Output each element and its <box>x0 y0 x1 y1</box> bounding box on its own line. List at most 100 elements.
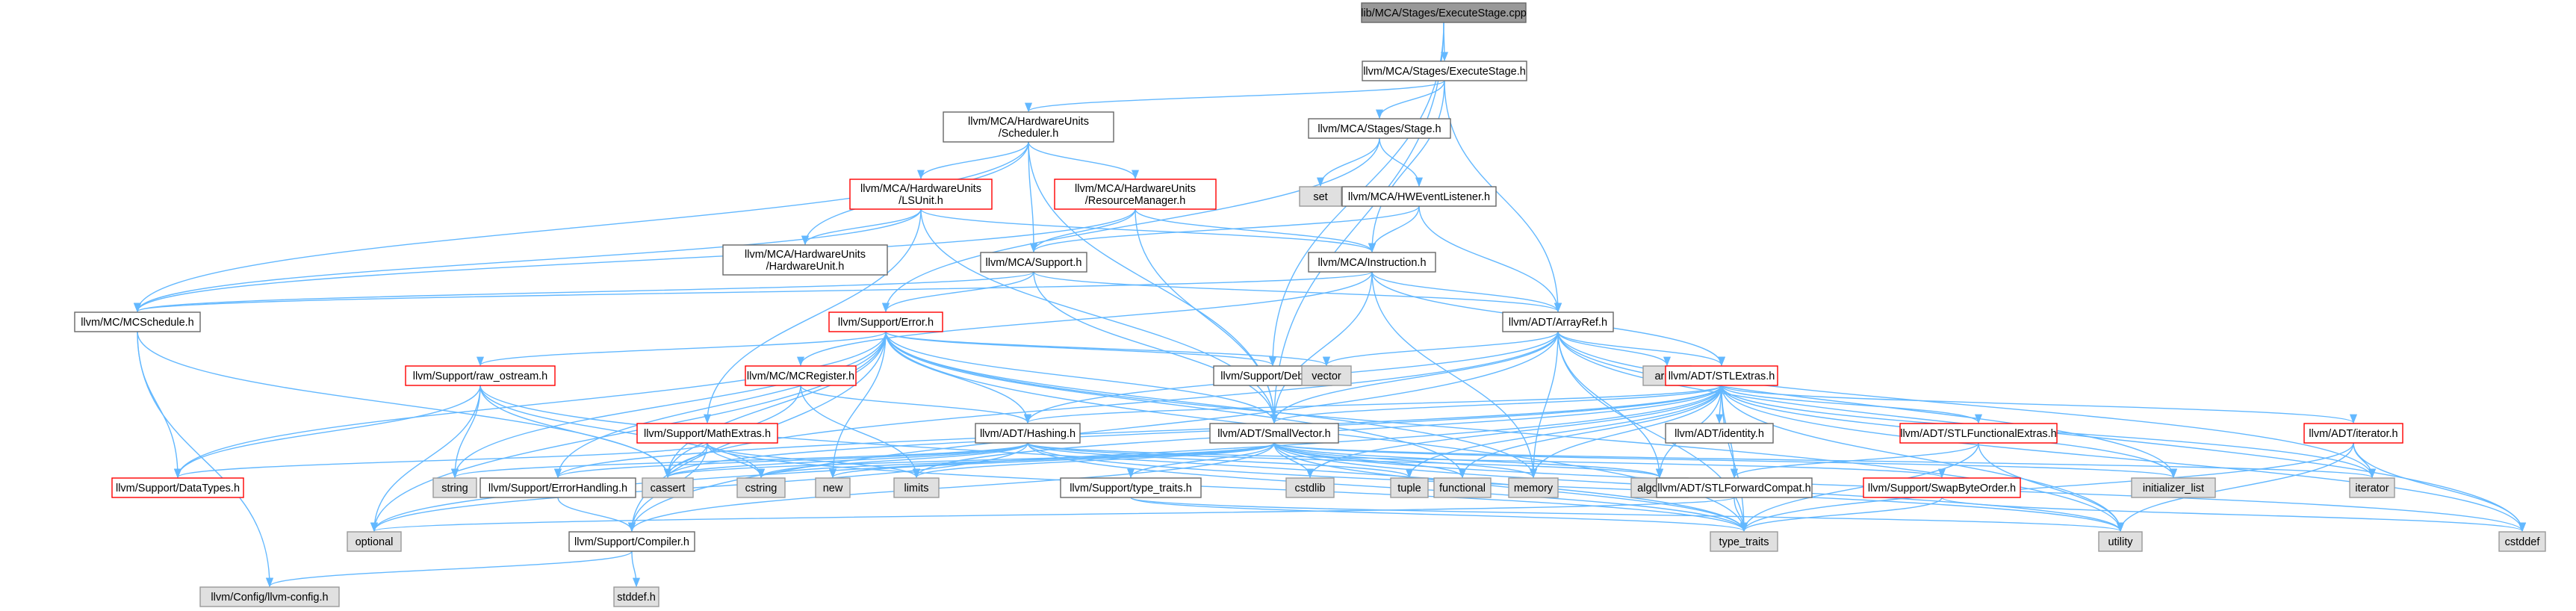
node-optional[interactable]: optional <box>347 531 402 552</box>
node-label: llvm/Support/Compiler.h <box>574 536 689 548</box>
node-error[interactable]: llvm/Support/Error.h <box>828 311 943 332</box>
node-label: limits <box>904 483 928 494</box>
node-new[interactable]: new <box>815 477 851 498</box>
node-cstdlib[interactable]: cstdlib <box>1285 477 1335 498</box>
edge-resmgr-to-instruction <box>1135 208 1376 253</box>
node-box <box>1362 61 1527 81</box>
edge-hwevent-to-instruction <box>1368 205 1420 253</box>
edge-execstage-to-stage <box>1376 80 1445 120</box>
node-support[interactable]: llvm/MCA/Support.h <box>980 252 1087 273</box>
edge-error-to-cassert <box>663 331 887 479</box>
edge-rawostream-to-string <box>450 385 481 479</box>
node-iteratorh[interactable]: llvm/ADT/iterator.h <box>2303 423 2403 444</box>
edge-error-to-datatypes <box>174 331 887 479</box>
node-label: vector <box>1312 370 1341 382</box>
node-stlfwd[interactable]: llvm/ADT/STLForwardCompat.h <box>1656 477 1813 498</box>
node-label: llvm/ADT/STLForwardCompat.h <box>1657 483 1810 494</box>
node-cassert[interactable]: cassert <box>642 477 694 498</box>
node-box <box>722 244 888 276</box>
edge-mcregister-to-hashing <box>800 385 1031 424</box>
edge-rawostream-to-cassert <box>479 385 671 479</box>
edge-stlextras-to-tuple <box>1406 385 1722 479</box>
edge-rawostream-to-datatypes <box>174 385 481 479</box>
node-box <box>613 586 659 607</box>
node-box <box>1308 252 1436 273</box>
node-box <box>975 423 1081 444</box>
node-box <box>736 477 786 498</box>
node-box <box>74 311 201 332</box>
node-typetraitsh[interactable]: llvm/Support/type_traits.h <box>1060 477 1202 498</box>
node-execstage[interactable]: llvm/MCA/Stages/ExecuteStage.h <box>1362 61 1527 81</box>
node-box <box>636 423 778 444</box>
node-box <box>828 311 943 332</box>
node-iterator[interactable]: iterator <box>2349 477 2395 498</box>
edge-mcschedule-to-datatypes <box>137 331 182 479</box>
node-tuple[interactable]: tuple <box>1390 477 1429 498</box>
node-label: /Scheduler.h <box>999 128 1059 140</box>
edge-stage-to-error <box>882 137 1380 313</box>
node-label: llvm/MCA/Support.h <box>986 257 1082 269</box>
edge-smallvector-to-limits <box>913 442 1275 479</box>
node-memory[interactable]: memory <box>1508 477 1559 498</box>
edge-smallvector-to-algorithm <box>1273 442 1663 479</box>
node-resmgr[interactable]: llvm/MCA/HardwareUnits/ResourceManager.h <box>1054 179 1217 210</box>
node-stage[interactable]: llvm/MCA/Stages/Stage.h <box>1308 118 1451 139</box>
node-scheduler[interactable]: llvm/MCA/HardwareUnits/Scheduler.h <box>943 111 1114 143</box>
node-hwunit[interactable]: llvm/MCA/HardwareUnits/HardwareUnit.h <box>722 244 888 276</box>
node-box <box>1209 423 1339 444</box>
node-errhandling[interactable]: llvm/Support/ErrorHandling.h <box>479 477 636 498</box>
node-mcregister[interactable]: llvm/MC/MCRegister.h <box>745 365 857 386</box>
node-cstring[interactable]: cstring <box>736 477 786 498</box>
edge-scheduler-to-support <box>1028 141 1038 253</box>
node-type_traits[interactable]: type_traits <box>1710 531 1778 552</box>
node-label: llvm/ADT/Hashing.h <box>980 428 1076 440</box>
node-functional[interactable]: functional <box>1433 477 1492 498</box>
node-vector[interactable]: vector <box>1301 365 1352 386</box>
node-box <box>1299 186 1342 207</box>
node-box <box>1508 477 1559 498</box>
node-mcschedule[interactable]: llvm/MC/MCSchedule.h <box>74 311 201 332</box>
edge-stlextras-to-iteratorh <box>1721 385 2357 424</box>
node-swapbyte[interactable]: llvm/Support/SwapByteOrder.h <box>1863 477 2021 498</box>
node-set[interactable]: set <box>1299 186 1342 207</box>
edge-support-to-arrayref <box>1033 271 1562 313</box>
node-string[interactable]: string <box>432 477 477 498</box>
node-initlist[interactable]: initializer_list <box>2131 477 2216 498</box>
node-cstddef[interactable]: cstddef <box>2498 531 2546 552</box>
node-identity[interactable]: llvm/ADT/identity.h <box>1665 423 1774 444</box>
edge-instruction-to-smallvector <box>1270 271 1373 424</box>
node-label: llvm/Support/DataTypes.h <box>116 483 240 494</box>
edge-instruction-to-mcschedule <box>134 271 1373 313</box>
node-box <box>943 111 1114 143</box>
node-rawostream[interactable]: llvm/Support/raw_ostream.h <box>405 365 556 386</box>
node-label: stddef.h <box>617 592 656 604</box>
node-root[interactable]: lib/MCA/Stages/ExecuteStage.cpp <box>1361 2 1527 23</box>
node-smallvector[interactable]: llvm/ADT/SmallVector.h <box>1209 423 1339 444</box>
node-label: llvm/ADT/SmallVector.h <box>1217 428 1331 440</box>
node-stlextras[interactable]: llvm/ADT/STLExtras.h <box>1665 365 1778 386</box>
node-compiler[interactable]: llvm/Support/Compiler.h <box>568 531 695 552</box>
node-llvmconfig[interactable]: llvm/Config/llvm-config.h <box>199 586 340 607</box>
edges-layer <box>134 22 2526 588</box>
node-arrayref[interactable]: llvm/ADT/ArrayRef.h <box>1502 311 1614 332</box>
edge-hashing-to-swapbyte <box>1027 442 1946 479</box>
node-label: /HardwareUnit.h <box>766 261 845 273</box>
node-stlfunc[interactable]: llvm/ADT/STLFunctionalExtras.h <box>1899 423 2058 444</box>
node-box <box>642 477 694 498</box>
node-utility[interactable]: utility <box>2098 531 2143 552</box>
edge-hashing-to-cassert <box>664 442 1028 479</box>
node-hashing[interactable]: llvm/ADT/Hashing.h <box>975 423 1081 444</box>
node-instruction[interactable]: llvm/MCA/Instruction.h <box>1308 252 1436 273</box>
node-box <box>2098 531 2143 552</box>
node-limits[interactable]: limits <box>893 477 940 498</box>
node-stddef[interactable]: stddef.h <box>613 586 659 607</box>
node-label: new <box>823 483 843 494</box>
node-box <box>2498 531 2546 552</box>
node-hwevent[interactable]: llvm/MCA/HWEventListener.h <box>1341 186 1497 207</box>
edge-hashing-to-cstring <box>757 442 1028 479</box>
edge-lsunit-to-smallvector <box>920 208 1279 424</box>
node-label: llvm/Support/Debug.h <box>1220 370 1324 382</box>
node-lsunit[interactable]: llvm/MCA/HardwareUnits/LSUnit.h <box>849 179 993 210</box>
node-mathextras[interactable]: llvm/Support/MathExtras.h <box>636 423 778 444</box>
node-datatypes[interactable]: llvm/Support/DataTypes.h <box>111 477 244 498</box>
